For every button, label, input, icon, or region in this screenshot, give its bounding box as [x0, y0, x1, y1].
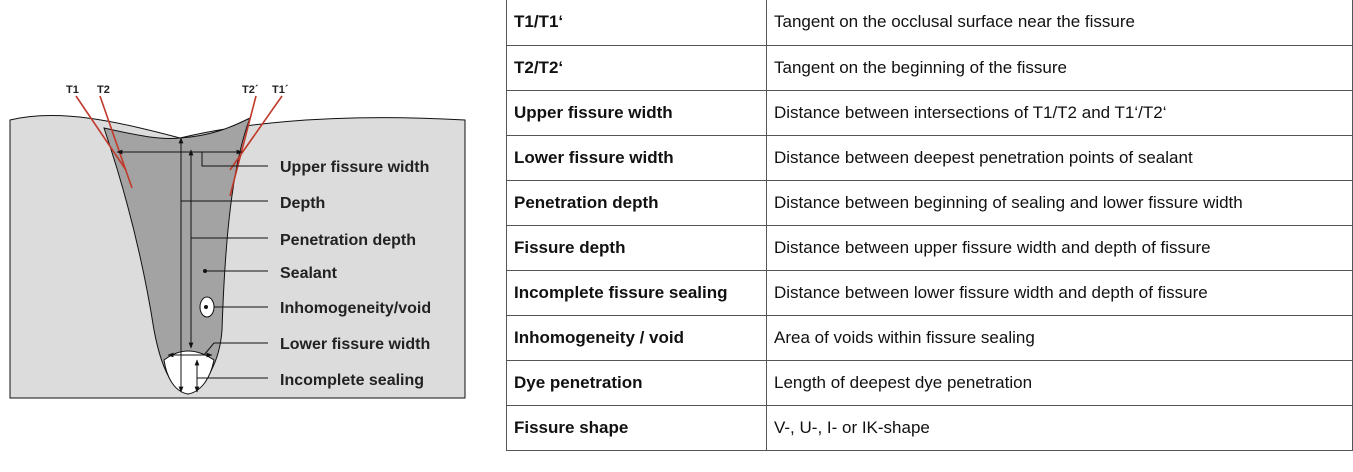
term-cell: Incomplete fissure sealing	[506, 269, 767, 316]
term-cell: Lower fissure width	[506, 134, 767, 181]
term-cell: Fissure shape	[506, 404, 767, 451]
definition-cell: Distance between lower fissure width and…	[766, 269, 1353, 316]
callout-lower-fissure-width: Lower fissure width	[280, 336, 430, 353]
tangent-label-t1-prime: T1´	[272, 84, 289, 96]
definition-cell: Distance between intersections of T1/T2 …	[766, 89, 1353, 136]
definition-cell: Length of deepest dye penetration	[766, 359, 1353, 406]
definition-cell: Area of voids within fissure sealing	[766, 314, 1353, 361]
term-cell: Upper fissure width	[506, 89, 767, 136]
void-dot	[204, 305, 208, 309]
definition-cell: Distance between deepest penetration poi…	[766, 134, 1353, 181]
term-cell: T2/T2‘	[506, 44, 767, 91]
tangent-line-t2-prime	[229, 95, 257, 197]
leader-upper-width	[201, 152, 268, 167]
table-row: T1/T1‘Tangent on the occlusal surface ne…	[506, 0, 1353, 46]
term-cell: T1/T1‘	[506, 0, 767, 46]
definitions-table-body: T1/T1‘Tangent on the occlusal surface ne…	[506, 0, 1353, 451]
incomplete-sealing-area	[163, 350, 215, 395]
callout-upper-fissure-width: Upper fissure width	[280, 159, 429, 176]
callout-penetration-depth: Penetration depth	[280, 232, 416, 249]
term-cell: Inhomogeneity / void	[506, 314, 767, 361]
sealant-area	[103, 116, 251, 395]
tangent-label-t2: T2	[97, 84, 110, 96]
tangent-line-t1-prime	[229, 95, 283, 171]
definition-cell: V-, U-, I- or IK-shape	[766, 404, 1353, 451]
term-cell: Dye penetration	[506, 359, 767, 406]
leader-lower-width	[203, 342, 268, 356]
fissure-diagram: T1 T2 T2´ T1´ Upper fissure width Depth …	[9, 84, 466, 399]
tangent-line-t2	[99, 95, 133, 189]
definition-cell: Tangent on the occlusal surface near the…	[766, 0, 1353, 46]
term-cell: Fissure depth	[506, 224, 767, 271]
tangent-line-t1	[75, 95, 127, 171]
callout-sealant: Sealant	[280, 265, 338, 282]
table-row: T2/T2‘Tangent on the beginning of the fi…	[506, 44, 1353, 91]
definition-cell: Distance between beginning of sealing an…	[766, 179, 1353, 226]
term-cell: Penetration depth	[506, 179, 767, 226]
callout-incomplete-sealing: Incomplete sealing	[280, 372, 424, 389]
callout-inhomogeneity-void: Inhomogeneity/void	[280, 300, 431, 317]
definition-cell: Tangent on the beginning of the fissure	[766, 44, 1353, 91]
definition-cell: Distance between upper fissure width and…	[766, 224, 1353, 271]
tangent-label-t1: T1	[66, 84, 79, 96]
callout-depth: Depth	[280, 195, 325, 212]
tangent-label-t2-prime: T2´	[242, 84, 259, 96]
definitions-table: T1/T1‘Tangent on the occlusal surface ne…	[506, 0, 1353, 451]
